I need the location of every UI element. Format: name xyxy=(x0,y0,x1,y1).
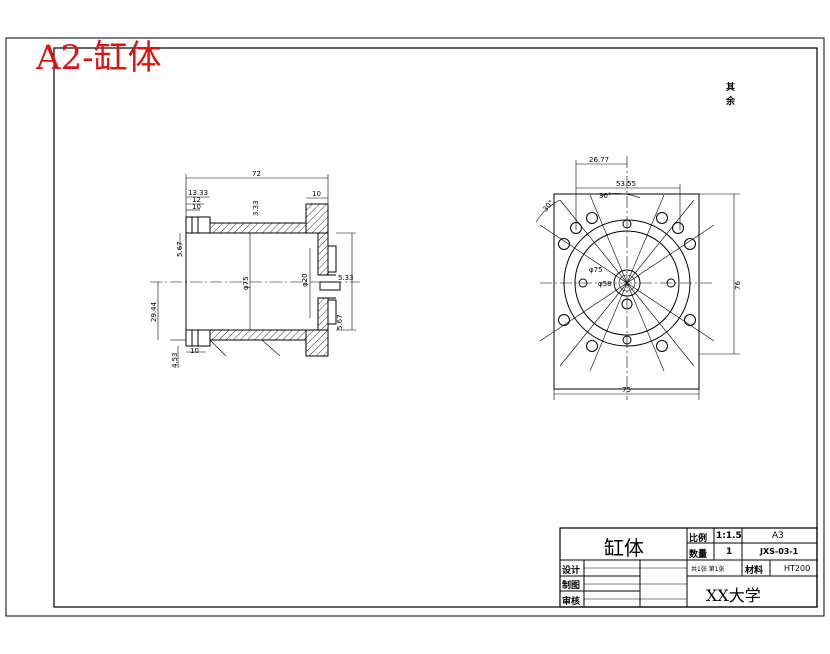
dim-step-3: 10 xyxy=(192,203,201,211)
qty-label: 数量 xyxy=(689,550,708,560)
dim-height: 29.44 xyxy=(150,301,158,322)
designer-label: 设计 xyxy=(562,566,581,576)
dim-side: 76 xyxy=(734,281,742,290)
dim-right-1: 5.67 xyxy=(336,314,344,330)
dim-bottom: 75 xyxy=(622,386,631,394)
drafter-label: 制图 xyxy=(562,581,581,591)
dim-bore: φ75 xyxy=(242,276,250,290)
dim-bottom-1: 4.53 xyxy=(171,352,179,368)
dim-phi-a: φ75 xyxy=(589,266,603,274)
part-name: 缸体 xyxy=(604,536,644,560)
qty-value: 1 xyxy=(726,547,733,557)
outer-frame xyxy=(5,37,825,617)
dim-port: 5.33 xyxy=(338,274,354,282)
sheet-info: 共1张 第1张 xyxy=(691,566,725,573)
dim-inner: φ20 xyxy=(301,273,309,287)
dim-flange: 10 xyxy=(312,190,321,198)
scale-label: 比例 xyxy=(689,534,708,544)
material-label: 材料 xyxy=(745,566,764,576)
material-value: HT200 xyxy=(784,564,811,573)
dim-total-length: 72 xyxy=(252,170,261,178)
dim-53-55: 53.55 xyxy=(616,180,636,188)
dim-bottom-2: 10 xyxy=(190,347,199,355)
drawing-number: JXS-03-1 xyxy=(760,547,799,556)
school-name: XX大学 xyxy=(706,586,761,605)
sheet-title: A2-缸体 xyxy=(36,38,162,78)
angle-30-left: 30° xyxy=(541,199,555,214)
section-view-dims: 72 10 13.33 12 10 3.33 5.67 φ75 φ20 5.33… xyxy=(150,170,354,368)
title-block xyxy=(559,527,818,608)
inner-frame xyxy=(53,47,818,608)
sheet-size: A3 xyxy=(772,531,784,541)
scale-value: 1:1.5 xyxy=(716,531,742,541)
section-view xyxy=(150,174,360,368)
dim-26-77: 26.77 xyxy=(589,156,609,164)
angle-30-top: 30° xyxy=(599,192,611,200)
corner-note-2: 余 xyxy=(726,97,736,107)
dim-step-2: 12 xyxy=(192,196,201,204)
corner-note-1: 其 xyxy=(726,83,736,93)
end-view xyxy=(535,156,740,400)
reviewer-label: 审核 xyxy=(562,597,581,607)
end-view-dims: 26.77 53.55 30° 30° φ75 φ58 76 75 xyxy=(541,156,742,394)
dim-step-1: 13.33 xyxy=(188,189,208,197)
dim-left-1: 5.67 xyxy=(176,241,184,257)
dim-phi-b: φ58 xyxy=(598,280,612,288)
dim-wall: 3.33 xyxy=(252,200,260,216)
